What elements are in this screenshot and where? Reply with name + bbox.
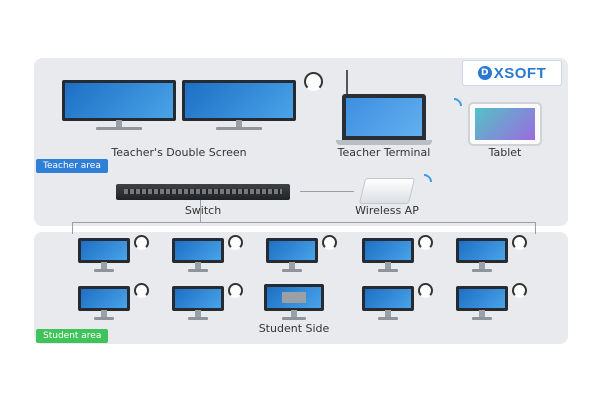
headset-icon [134,235,149,250]
student-monitor [172,286,224,320]
bus-drop-right [535,222,536,234]
monitor-icon [264,284,324,311]
student-monitor [362,286,414,320]
antenna-icon [346,70,348,96]
student-side-monitor [264,284,324,320]
monitor-icon [456,238,508,263]
monitor-icon [456,286,508,311]
teacher-monitor-left [62,80,176,130]
switch-ap-link [300,191,354,192]
laptop-base [336,140,432,145]
student-monitor [78,238,130,272]
monitor-icon [78,238,130,263]
student-monitor [456,238,508,272]
headset-icon [418,235,433,250]
switch-label: Switch [184,204,222,217]
monitor-icon [172,238,224,263]
headset-icon [322,235,337,250]
headset-icon [228,235,243,250]
headset-icon [134,283,149,298]
access-point-icon [358,178,416,204]
monitor-icon [78,286,130,311]
wireless-ap-label: Wireless AP [355,204,419,217]
student-monitor [78,286,130,320]
teacher-monitor-right [182,80,296,130]
dxsoft-logo: D XSOFT [462,60,562,86]
laptop-icon [342,94,426,140]
student-monitor [362,238,414,272]
monitor-icon [362,238,414,263]
student-monitor [172,238,224,272]
monitor-icon [266,238,318,263]
teacher-area-tag: Teacher area [36,159,108,173]
logo-text: XSOFT [493,64,547,82]
student-monitor [266,238,318,272]
headset-icon [304,72,323,91]
tablet-icon [468,102,542,146]
logo-mark: D [477,66,492,80]
teacher-terminal-label: Teacher Terminal [337,146,431,159]
switch-icon [116,184,290,200]
teacher-double-screen-label: Teacher's Double Screen [111,146,247,159]
headset-icon [418,283,433,298]
headset-icon [228,283,243,298]
bus-drop-left [72,222,73,234]
student-side-label: Student Side [258,322,330,335]
monitor-icon [62,80,176,121]
headset-icon [512,235,527,250]
tablet-label: Tablet [488,146,522,159]
headset-icon [512,283,527,298]
student-bus-line [72,222,536,223]
student-monitor [456,286,508,320]
switch-drop-line [200,200,201,222]
monitor-icon [182,80,296,121]
monitor-icon [362,286,414,311]
monitor-icon [172,286,224,311]
student-area-tag: Student area [36,329,109,343]
